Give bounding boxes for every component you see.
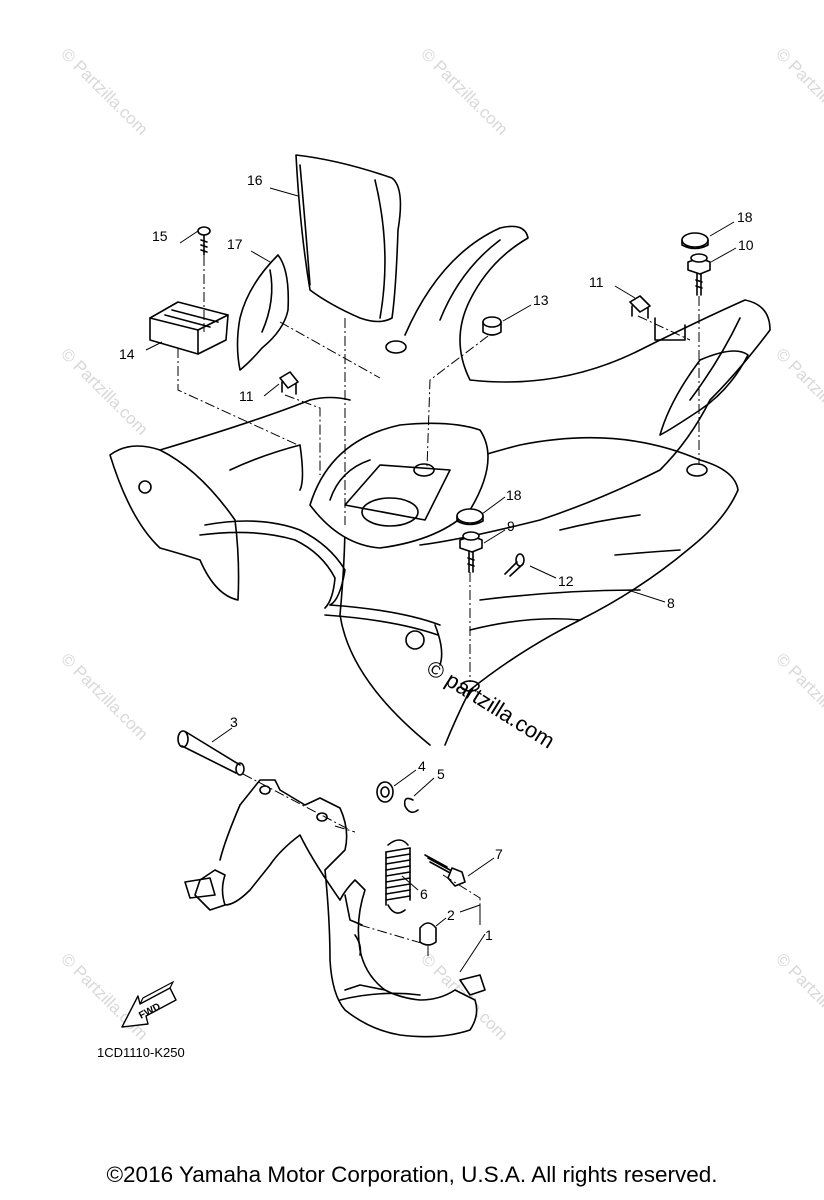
part-3-pin (177, 730, 245, 776)
watermark-tile: © Partzilla.com (772, 949, 824, 1043)
watermark-tile: © Partzilla.com (57, 344, 151, 438)
part-17-panel (236, 254, 290, 371)
callout-16: 16 (247, 172, 263, 188)
callout-15: 15 (152, 228, 168, 244)
copyright-notice: ©2016 Yamaha Motor Corporation, U.S.A. A… (106, 1162, 718, 1187)
callout-1: 1 (485, 927, 493, 943)
part-9-bolt (459, 531, 483, 573)
assembly-lines (177, 256, 700, 958)
part-10-bolt (687, 253, 711, 296)
callout-3: 3 (230, 714, 238, 730)
part-callouts: 16 17 15 14 11 13 11 18 10 18 9 12 8 3 4… (119, 172, 754, 943)
callout-6: 6 (420, 886, 428, 902)
callout-2: 2 (447, 907, 455, 923)
callout-8: 8 (667, 595, 675, 611)
part-4-washer (376, 781, 394, 803)
part-11-clip-right (629, 295, 651, 319)
watermark-tile: © Partzilla.com (772, 344, 824, 438)
watermark-tile: © Partzilla.com (417, 44, 511, 138)
part-11-clip-left (279, 371, 299, 395)
callout-9: 9 (507, 518, 515, 534)
callout-18-mid: 18 (506, 487, 522, 503)
callout-4: 4 (418, 758, 426, 774)
leader-lines (145, 187, 737, 973)
callout-12: 12 (558, 573, 574, 589)
diagram-code: 1CD1110-K250 (97, 1045, 185, 1060)
part-15-screw (197, 226, 211, 256)
part-14-pad (149, 301, 229, 355)
part-8-front-cover (109, 225, 771, 746)
callout-5: 5 (437, 766, 445, 782)
part-18-cap-mid (456, 508, 484, 526)
part-18-cap-top (681, 232, 709, 250)
part-16-panel (295, 154, 402, 323)
part-7-bolt (424, 854, 466, 887)
fwd-arrow-icon: FWD (121, 980, 177, 1028)
callout-11-right: 11 (589, 274, 604, 290)
part-13-grommet (482, 316, 502, 336)
callout-13: 13 (533, 292, 549, 308)
watermark-tile: © Partzilla.com (57, 44, 151, 138)
part-1-main-stand (184, 779, 486, 1038)
part-5-clip (403, 797, 419, 814)
part-6-spring (385, 839, 411, 914)
watermark-tile: © Partzilla.com (57, 649, 151, 743)
watermark-center: © partzilla.com (422, 655, 559, 753)
callout-11-left: 11 (239, 388, 254, 404)
callout-14: 14 (119, 346, 135, 362)
part-12-screw (504, 553, 525, 577)
callout-7: 7 (495, 846, 503, 862)
callout-18-top: 18 (737, 209, 753, 225)
watermark-tile: © Partzilla.com (772, 44, 824, 138)
callout-10: 10 (738, 237, 754, 253)
watermark-tile: © Partzilla.com (772, 649, 824, 743)
callout-17: 17 (227, 236, 243, 252)
part-2-stopper (419, 922, 437, 946)
